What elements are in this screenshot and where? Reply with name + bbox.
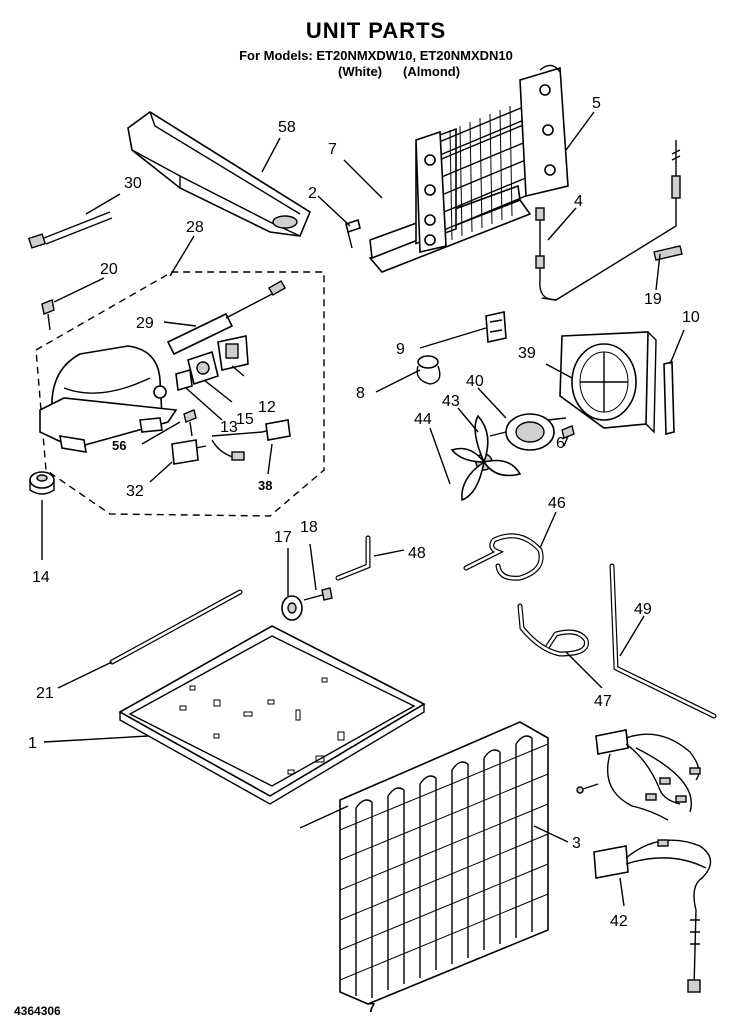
callout-39: 39: [518, 345, 536, 362]
callout-56: 56: [112, 438, 126, 453]
probe-part-30: [27, 211, 113, 249]
callout-labels: 58 30 7 5 2 4 28 20 19 10 29 9 39 12 8 4…: [28, 95, 700, 930]
drier-part-29: [166, 280, 287, 356]
callout-6: 6: [556, 435, 565, 452]
callout-13: 13: [220, 419, 238, 436]
relay-part-12: [217, 335, 249, 371]
evaporator-part-5: [368, 64, 569, 273]
callout-46: 46: [548, 495, 566, 512]
clip-part-19: [653, 245, 683, 261]
callout-4: 4: [574, 193, 583, 210]
variant-white: (White): [338, 64, 383, 79]
callout-48: 48: [408, 545, 426, 562]
tube-part-49: [609, 563, 717, 719]
callout-7: 7: [328, 141, 337, 158]
leader-lines: [41, 111, 685, 907]
callout-28: 28: [186, 219, 204, 236]
tube-part-48: [335, 535, 371, 581]
roller-part-17: [281, 595, 303, 621]
callout-47: 47: [594, 693, 612, 710]
bracket-part-9: [485, 311, 507, 343]
callout-18: 18: [300, 519, 318, 536]
variant-almond: (Almond): [403, 64, 461, 79]
callout-10: 10: [682, 309, 700, 326]
fan-shroud-part-39: [559, 331, 657, 434]
callout-49: 49: [634, 601, 652, 618]
callout-17: 17: [274, 529, 292, 546]
fan-motor-part-40: [489, 413, 567, 451]
callout-43: 43: [442, 393, 460, 410]
callout-21: 21: [36, 685, 54, 702]
callout-58: 58: [278, 119, 296, 136]
screw-part-2: [345, 218, 361, 249]
callout-8: 8: [356, 385, 365, 402]
callout-5: 5: [592, 95, 601, 112]
callout-1: 1: [28, 735, 37, 752]
callout-42: 42: [610, 913, 628, 930]
grommet-part-14: [29, 471, 55, 495]
callout-2: 2: [308, 185, 317, 202]
fan-blade-part-43: [450, 414, 522, 502]
callout-14: 14: [32, 569, 50, 586]
strip-part-10: [663, 360, 675, 436]
callout-20: 20: [100, 261, 118, 278]
wire-harness-part-42: [576, 729, 712, 993]
heater-wire-part-4: [535, 140, 681, 301]
page-title: UNIT PARTS: [305, 18, 447, 43]
models-line: For Models: ET20NMXDW10, ET20NMXDN10: [239, 48, 513, 63]
screw-part-18: [303, 587, 333, 601]
fan-motor-screw-part-6: [561, 425, 575, 439]
rod-part-21: [109, 589, 243, 665]
document-number: 4364306: [14, 1004, 61, 1018]
overload-part-15: [187, 350, 219, 386]
tube-part-46: [463, 533, 544, 581]
page-number: 7: [368, 1000, 376, 1015]
grommet-part-8: [416, 355, 441, 385]
callout-29: 29: [136, 315, 154, 332]
callout-44: 44: [414, 411, 432, 428]
callout-38: 38: [258, 478, 272, 493]
callout-32: 32: [126, 483, 144, 500]
compressor: [39, 345, 178, 453]
callout-3: 3: [572, 835, 581, 852]
base-pan-part-1: [118, 625, 426, 805]
cover-part-58: [127, 111, 311, 237]
callout-19: 19: [644, 291, 662, 308]
callout-9: 9: [396, 341, 405, 358]
compressor-kit-outline-28: [35, 271, 325, 517]
callout-15: 15: [236, 411, 254, 428]
callout-12: 12: [258, 399, 276, 416]
clip-part-13: [175, 368, 193, 392]
bolt-part-20: [41, 299, 55, 331]
condenser-part-3: [299, 721, 549, 1005]
callout-30: 30: [124, 175, 142, 192]
screw-part-56: [183, 409, 197, 437]
harness-part-38: [211, 419, 291, 461]
callout-40: 40: [466, 373, 484, 390]
terminal-part-32: [171, 439, 207, 465]
tube-part-47: [517, 603, 589, 657]
